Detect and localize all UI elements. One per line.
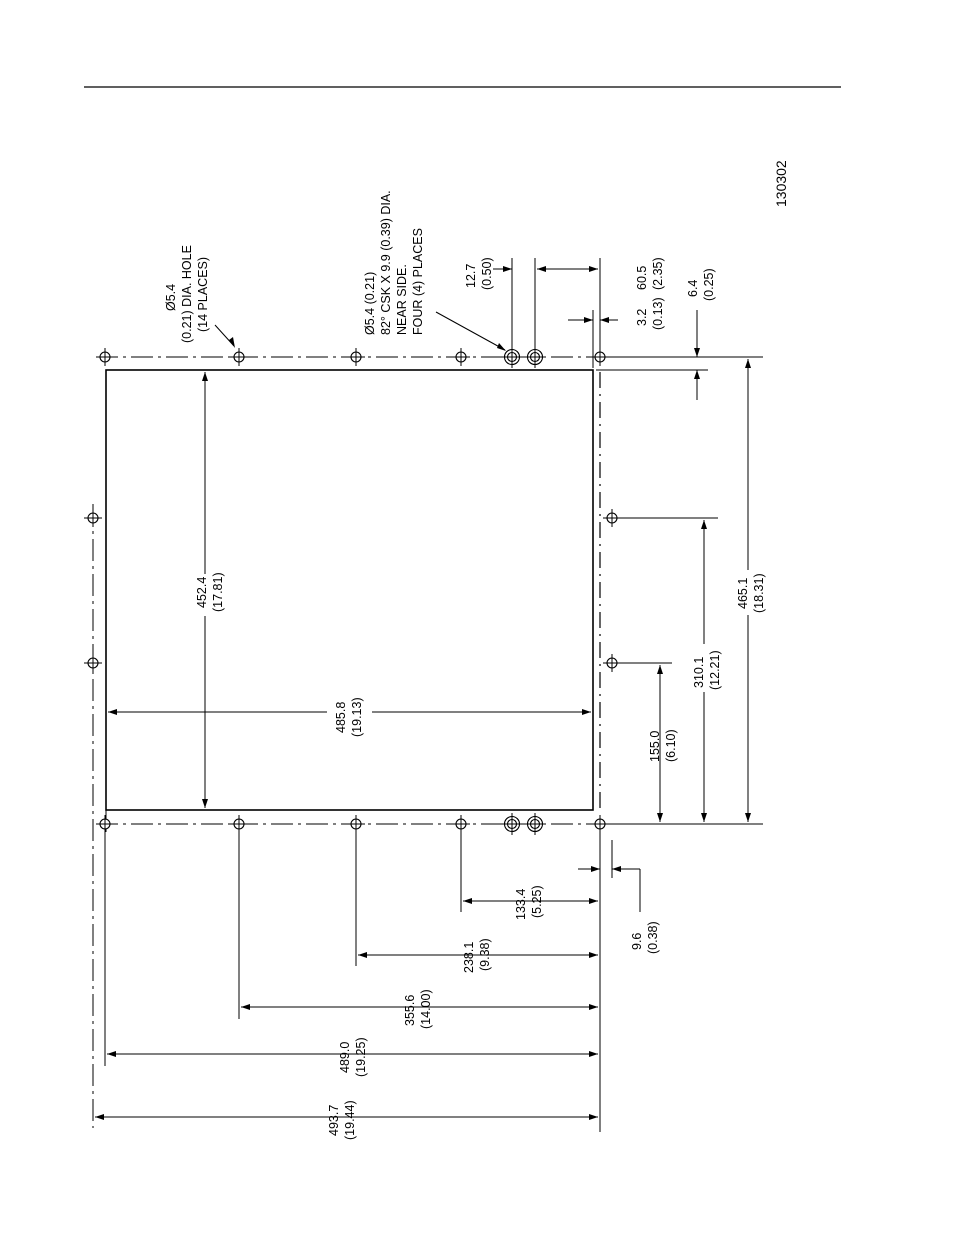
svg-text:493.7: 493.7 (327, 1105, 341, 1136)
svg-text:6.4: 6.4 (686, 280, 700, 297)
dim-155-0: 155.0 (6.10) (648, 665, 678, 822)
svg-text:133.4: 133.4 (514, 889, 528, 920)
svg-text:(5.25): (5.25) (530, 885, 544, 918)
svg-text:(14 PLACES): (14 PLACES) (196, 257, 210, 332)
figure-id: 130302 (773, 160, 789, 207)
cutout-outline (106, 370, 593, 810)
svg-text:12.7: 12.7 (464, 264, 478, 288)
countersunk-holes (501, 346, 546, 835)
svg-text:(14.00): (14.00) (419, 989, 433, 1029)
svg-text:(17.81): (17.81) (211, 572, 225, 612)
svg-text:(19.44): (19.44) (343, 1100, 357, 1140)
svg-text:(6.10): (6.10) (664, 729, 678, 762)
svg-text:(0.25): (0.25) (702, 268, 716, 301)
centerlines (93, 357, 612, 1128)
svg-text:60.5: 60.5 (635, 266, 649, 290)
svg-text:355.6: 355.6 (403, 995, 417, 1026)
dim-493-7: 493.7 (19.44) (95, 1100, 598, 1140)
svg-text:Ø5.4: Ø5.4 (164, 284, 178, 311)
svg-text:489.0: 489.0 (338, 1042, 352, 1073)
dim-310-1: 310.1 (12.21) (692, 520, 722, 822)
svg-text:(2.35): (2.35) (651, 257, 665, 290)
svg-text:238.1: 238.1 (462, 942, 476, 973)
dim-465-1: 465.1 (18.31) (736, 359, 766, 822)
svg-text:3.2: 3.2 (635, 309, 649, 326)
svg-text:(0.38): (0.38) (646, 921, 660, 954)
svg-text:452.4: 452.4 (195, 577, 209, 608)
note-through-hole: Ø5.4 (0.21) DIA. HOLE (14 PLACES) (164, 245, 235, 348)
svg-text:9.6: 9.6 (630, 933, 644, 950)
svg-text:310.1: 310.1 (692, 657, 706, 688)
svg-text:(19.25): (19.25) (354, 1037, 368, 1077)
svg-text:NEAR SIDE.: NEAR SIDE. (395, 264, 409, 335)
svg-text:(0.21) DIA. HOLE: (0.21) DIA. HOLE (180, 245, 194, 343)
svg-text:Ø5.4 (0.21): Ø5.4 (0.21) (363, 272, 377, 335)
dim-60-5: 60.5 (2.35) (535, 257, 665, 350)
dim-133-4: 133.4 (5.25) (463, 885, 598, 920)
dim-485-8: 485.8 (19.13) (108, 697, 591, 737)
svg-text:465.1: 465.1 (736, 578, 750, 609)
dim-12-7: 12.7 (0.50) (464, 257, 512, 349)
svg-text:(9.38): (9.38) (478, 938, 492, 971)
mounting-holes (84, 348, 621, 833)
svg-text:(0.50): (0.50) (480, 257, 494, 290)
svg-text:(12.21): (12.21) (708, 650, 722, 690)
svg-text:(19.13): (19.13) (350, 697, 364, 737)
svg-text:FOUR (4) PLACES: FOUR (4) PLACES (411, 228, 425, 335)
svg-text:(18.31): (18.31) (752, 573, 766, 613)
dim-9-6: 9.6 (0.38) (578, 840, 660, 954)
svg-text:82° CSK X 9.9 (0.39) DIA.: 82° CSK X 9.9 (0.39) DIA. (379, 190, 393, 335)
svg-text:(0.13): (0.13) (651, 297, 665, 330)
dim-489-0: 489.0 (19.25) (107, 1037, 598, 1077)
dim-extension-lines-bottom (105, 832, 600, 1132)
dim-355-6: 355.6 (14.00) (241, 989, 598, 1029)
dim-238-1: 238.1 (9.38) (358, 938, 598, 973)
svg-text:485.8: 485.8 (334, 702, 348, 733)
svg-text:155.0: 155.0 (648, 731, 662, 762)
dim-452-4: 452.4 (17.81) (195, 372, 225, 808)
